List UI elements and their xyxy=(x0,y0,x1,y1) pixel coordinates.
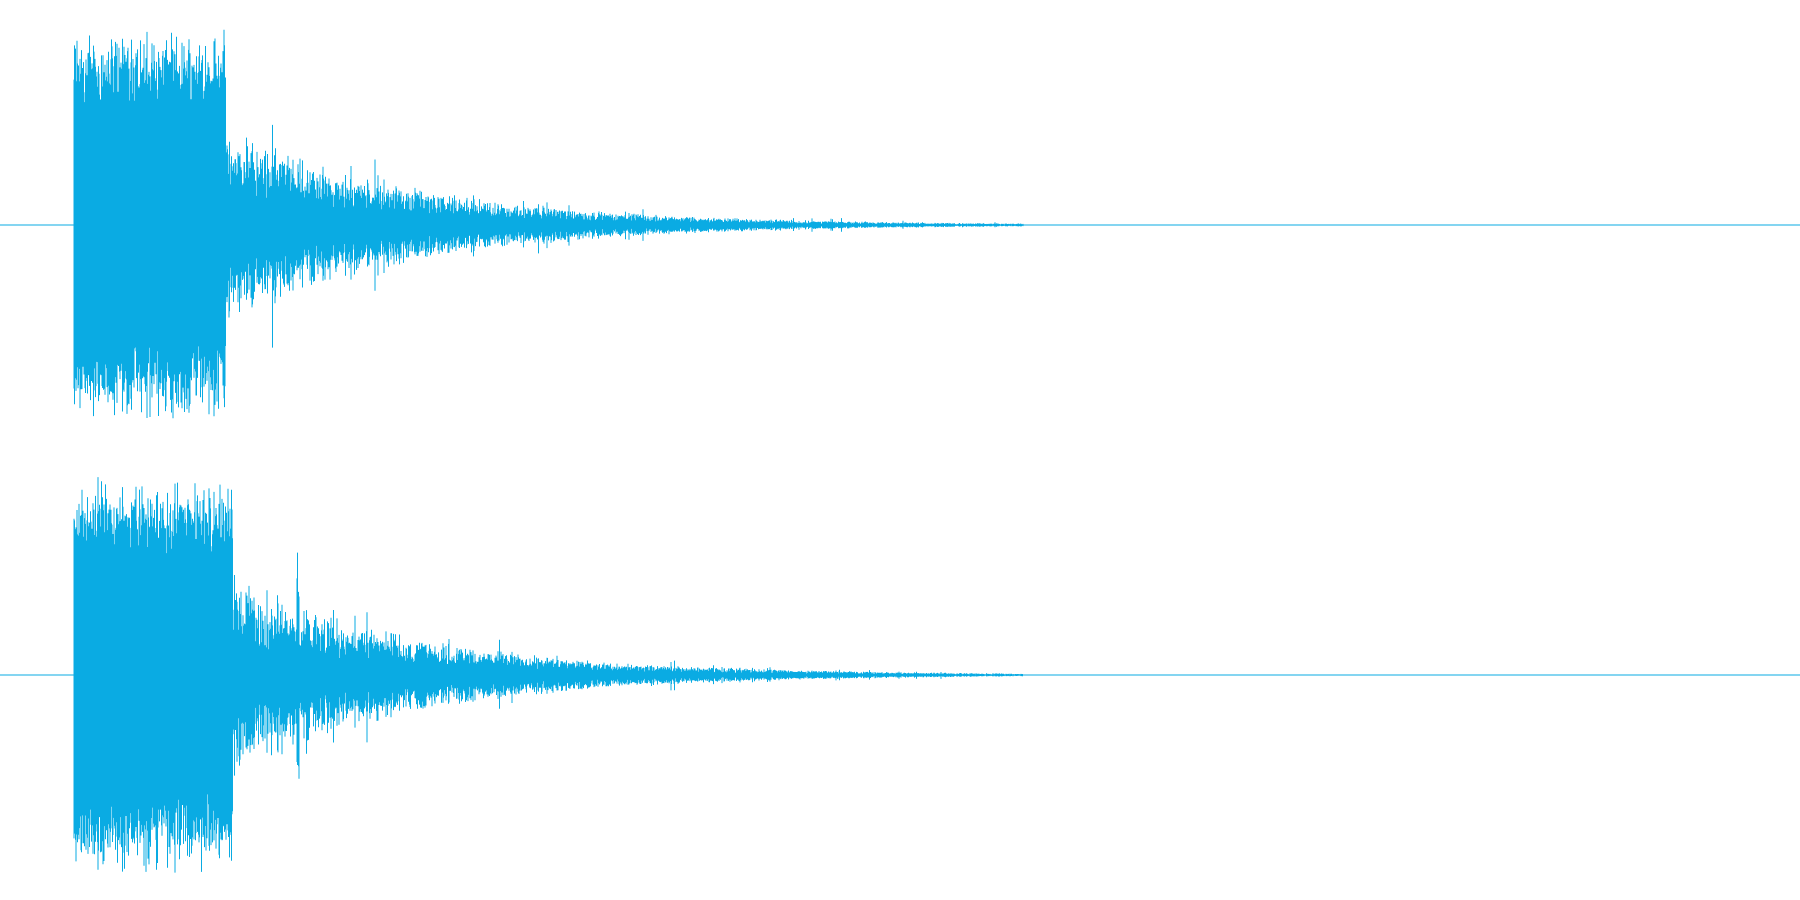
channel-1-wave-path xyxy=(73,29,1024,419)
channel-2-waveform xyxy=(0,477,1800,873)
channel-1-waveform xyxy=(0,29,1800,419)
channel-2-wave-path xyxy=(73,477,1024,873)
